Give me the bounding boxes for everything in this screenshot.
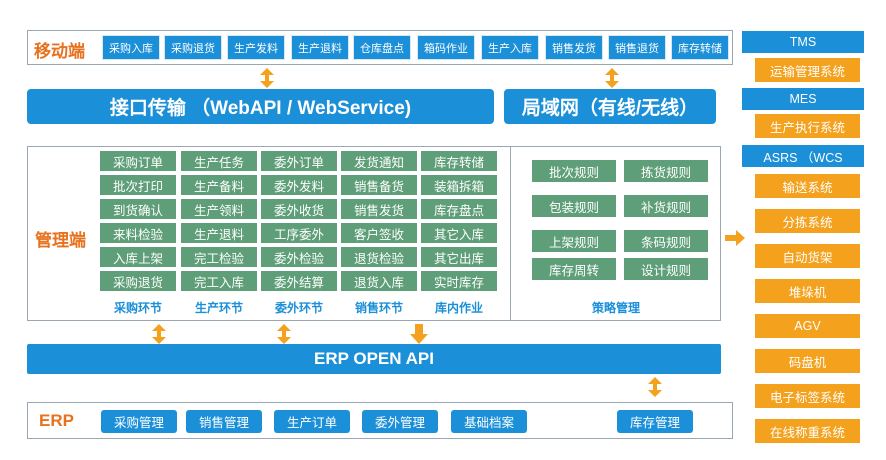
process-item: 生产退料 <box>181 223 257 243</box>
lan-bar: 局域网（有线/无线） <box>504 89 716 124</box>
mobile-item: 销售发货 <box>545 35 603 60</box>
mobile-item: 销售退货 <box>608 35 666 60</box>
process-item: 退货检验 <box>341 247 417 267</box>
process-item: 完工入库 <box>181 271 257 291</box>
mes-subsystem: 生产执行系统 <box>755 114 860 138</box>
erp-module: 生产订单 <box>274 410 350 433</box>
mes-header: MES <box>742 88 864 110</box>
process-item: 委外检验 <box>261 247 337 267</box>
erp-module: 委外管理 <box>362 410 438 433</box>
erp-open-api-bar: ERP OPEN API <box>27 344 721 374</box>
interface-transport-bar: 接口传输 （WebAPI / WebService) <box>27 89 494 124</box>
asrs-subsystem: AGV <box>755 314 860 338</box>
process-item: 委外订单 <box>261 151 337 171</box>
stage-label: 生产环节 <box>194 301 243 315</box>
updown-arrow-icon <box>648 377 662 397</box>
process-item: 完工检验 <box>181 247 257 267</box>
process-item: 退货入库 <box>341 271 417 291</box>
asrs-subsystem: 码盘机 <box>755 349 860 373</box>
process-item: 生产领料 <box>181 199 257 219</box>
process-item: 入库上架 <box>100 247 176 267</box>
mobile-item: 仓库盘点 <box>353 35 411 60</box>
mobile-item: 库存转储 <box>671 35 729 60</box>
mobile-item: 生产发料 <box>227 35 285 60</box>
right-arrow-icon <box>725 230 745 246</box>
process-item: 实时库存 <box>421 271 497 291</box>
mobile-item: 采购入库 <box>102 35 160 60</box>
process-item: 工序委外 <box>261 223 337 243</box>
process-item: 委外发料 <box>261 175 337 195</box>
process-item: 采购退货 <box>100 271 176 291</box>
tms-header: TMS <box>742 31 864 53</box>
process-item: 库存盘点 <box>421 199 497 219</box>
mobile-item: 采购退货 <box>164 35 222 60</box>
asrs-subsystem: 输送系统 <box>755 174 860 198</box>
updown-arrow-icon <box>152 324 166 344</box>
process-item: 销售备货 <box>341 175 417 195</box>
strategy-item: 拣货规则 <box>624 160 708 182</box>
process-item: 委外收货 <box>261 199 337 219</box>
erp-module: 库存管理 <box>617 410 693 433</box>
process-item: 其它入库 <box>421 223 497 243</box>
asrs-subsystem: 在线称重系统 <box>755 419 860 443</box>
mobile-item: 生产退料 <box>291 35 349 60</box>
strategy-label: 策略管理 <box>591 301 640 315</box>
process-item: 委外结算 <box>261 271 337 291</box>
process-item: 到货确认 <box>100 199 176 219</box>
strategy-item: 上架规则 <box>532 230 616 252</box>
panel-divider <box>510 146 511 321</box>
process-item: 其它出库 <box>421 247 497 267</box>
strategy-item: 库存周转 <box>532 258 616 280</box>
asrs-subsystem: 堆垛机 <box>755 279 860 303</box>
stage-label: 委外环节 <box>274 301 323 315</box>
stage-label: 销售环节 <box>354 301 403 315</box>
process-item: 销售发货 <box>341 199 417 219</box>
asrs-header: ASRS （WCS <box>742 145 864 167</box>
erp-module: 销售管理 <box>186 410 262 433</box>
stage-label: 库内作业 <box>434 301 483 315</box>
process-item: 生产任务 <box>181 151 257 171</box>
process-item: 装箱拆箱 <box>421 175 497 195</box>
mobile-label: 移动端 <box>34 42 85 61</box>
erp-module: 采购管理 <box>101 410 177 433</box>
strategy-item: 条码规则 <box>624 230 708 252</box>
asrs-subsystem: 电子标签系统 <box>755 384 860 408</box>
strategy-item: 补货规则 <box>624 195 708 217</box>
tms-subsystem: 运输管理系统 <box>755 58 860 82</box>
mobile-item: 箱码作业 <box>417 35 475 60</box>
process-item: 发货通知 <box>341 151 417 171</box>
process-item: 采购订单 <box>100 151 176 171</box>
stage-label: 采购环节 <box>113 301 162 315</box>
strategy-item: 设计规则 <box>624 258 708 280</box>
strategy-item: 批次规则 <box>532 160 616 182</box>
updown-arrow-icon <box>277 324 291 344</box>
management-label: 管理端 <box>35 231 86 250</box>
erp-label: ERP <box>39 411 74 430</box>
down-arrow-icon <box>410 324 428 344</box>
asrs-subsystem: 自动货架 <box>755 244 860 268</box>
process-item: 生产备料 <box>181 175 257 195</box>
process-item: 客户签收 <box>341 223 417 243</box>
updown-arrow-icon <box>605 68 619 88</box>
strategy-item: 包装规则 <box>532 195 616 217</box>
process-item: 批次打印 <box>100 175 176 195</box>
process-item: 库存转储 <box>421 151 497 171</box>
mobile-item: 生产入库 <box>481 35 539 60</box>
process-item: 来料检验 <box>100 223 176 243</box>
asrs-subsystem: 分拣系统 <box>755 209 860 233</box>
erp-module: 基础档案 <box>451 410 527 433</box>
updown-arrow-icon <box>260 68 274 88</box>
